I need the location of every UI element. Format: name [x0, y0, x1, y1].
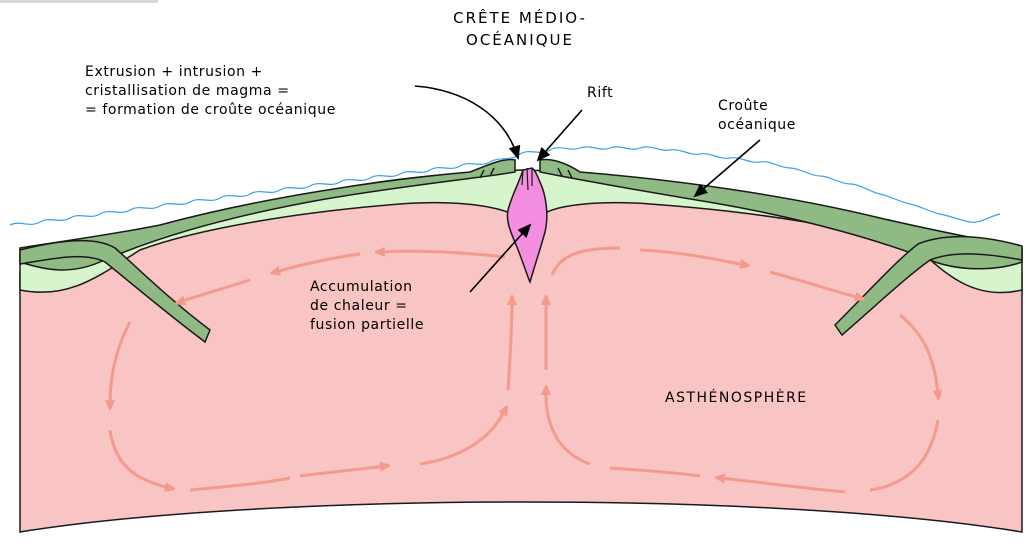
- accumulation-label-line2: de chaleur =: [310, 297, 408, 315]
- ridge-title-line1: CRÊTE MÉDIO-: [420, 8, 620, 28]
- asthenosphere-label: ASTHÉNOSPHÈRE: [665, 389, 808, 407]
- crust-label-line1: Croûte: [718, 97, 768, 115]
- extrusion-label-line3: = formation de croûte océanique: [85, 101, 336, 119]
- accumulation-label-line3: fusion partielle: [310, 316, 424, 334]
- rift-pointer-arrow: [538, 110, 582, 160]
- crust-pointer-arrow: [695, 140, 760, 196]
- accumulation-label-line1: Accumulation: [310, 278, 413, 296]
- rift-label: Rift: [587, 84, 613, 102]
- ridge-title-line2: OCÉANIQUE: [420, 30, 620, 50]
- crust-label-line2: océanique: [718, 116, 796, 134]
- extrusion-label-line2: cristallisation de magma =: [85, 82, 290, 100]
- extrusion-label-line1: Extrusion + intrusion +: [85, 63, 263, 81]
- extrusion-pointer-arrow: [415, 86, 518, 158]
